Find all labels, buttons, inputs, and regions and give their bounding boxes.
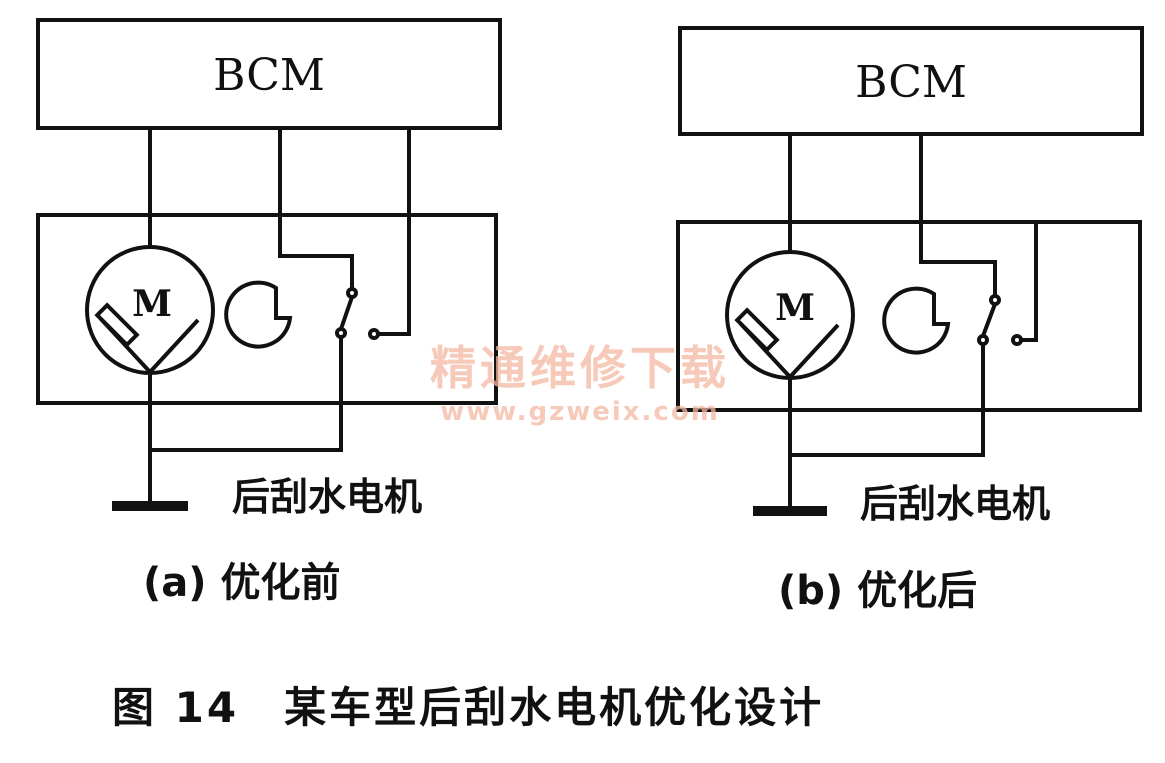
motor-label-b: M [775, 287, 815, 329]
bcm-box-b [678, 26, 1144, 136]
figure-caption: 图 14 某车型后刮水电机优化设计 [112, 683, 824, 732]
motor-label-a: M [132, 283, 172, 325]
cam-b [882, 286, 951, 355]
watermark-url: www.gzweix.com [440, 397, 720, 427]
brush-b [734, 307, 840, 380]
wires-b [788, 134, 1038, 510]
cam-a [224, 280, 293, 349]
wires-a [148, 128, 411, 505]
ground-symbol-a [112, 501, 188, 511]
panel-a: BCM M 后刮水电机 (a) 优化前 [36, 18, 502, 606]
panel-caption-b: (b) 优化后 [778, 568, 977, 614]
motor-housing-a [36, 213, 498, 405]
motor-component-label-a: 后刮水电机 [232, 475, 422, 519]
brush-a [94, 302, 200, 375]
bcm-label-b: BCM [855, 57, 967, 108]
motor-component-label-b: 后刮水电机 [860, 482, 1050, 526]
panel-caption-a: (a) 优化前 [143, 560, 340, 606]
bcm-label-a: BCM [213, 50, 325, 101]
ground-symbol-b [753, 506, 827, 516]
panel-b: BCM M 后刮水电机 (b) 优化后 [676, 26, 1144, 614]
watermark-title: 精通维修下载 [430, 341, 730, 395]
bcm-box-a [36, 18, 502, 130]
